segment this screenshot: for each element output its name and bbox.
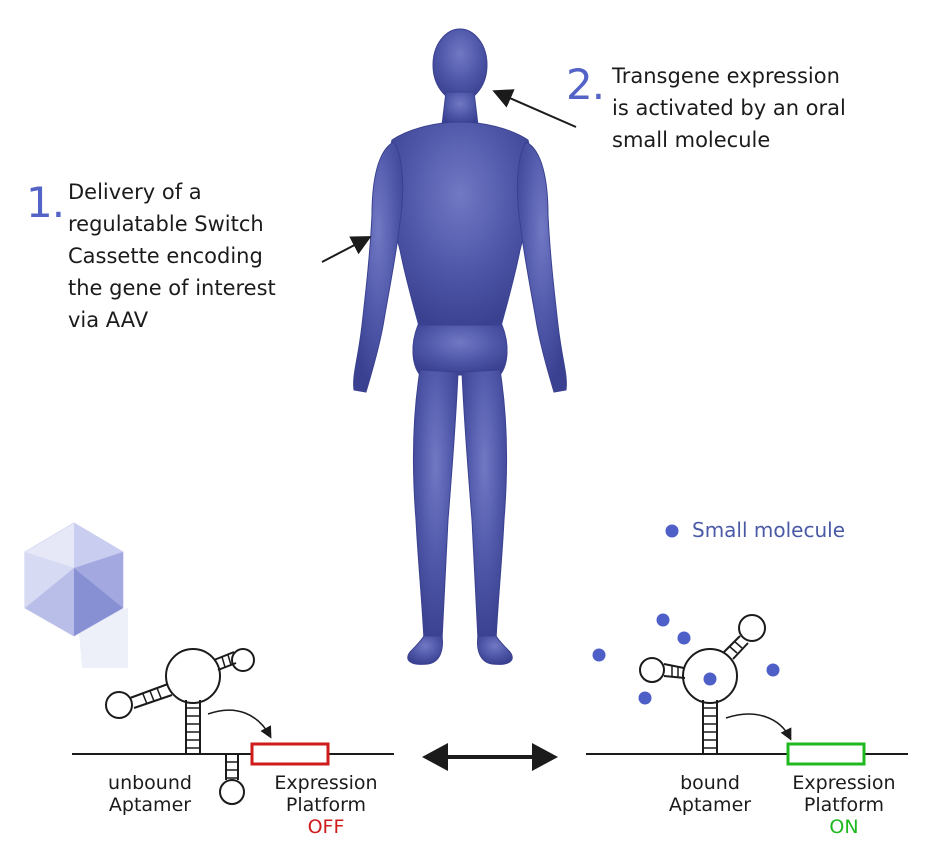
step2-line: small molecule	[612, 128, 771, 152]
unbound-aptamer-diagram	[72, 648, 394, 805]
small-molecule-dots	[592, 613, 780, 705]
right-platform-label: Expression Platform ON	[776, 772, 912, 838]
human-figure	[353, 28, 567, 665]
aptamer-label-line: bound	[680, 772, 740, 794]
step1-arrow	[321, 236, 372, 263]
platform-label-line: Expression	[792, 772, 896, 794]
bound-aptamer-diagram	[586, 614, 908, 755]
step1-line: Cassette encoding	[68, 244, 263, 268]
step1-text: Delivery of a regulatable Switch Cassett…	[68, 176, 276, 336]
small-molecule-dot	[638, 691, 652, 705]
step1-number: 1.	[26, 178, 65, 227]
bound-aptamer-label: bound Aptamer	[646, 772, 774, 816]
platform-label-line: Platform	[803, 794, 885, 816]
platform-label-line: Platform	[285, 794, 367, 816]
step2-line: Transgene expression	[612, 64, 840, 88]
legend-label: Small molecule	[692, 518, 846, 542]
small-molecule-dot	[677, 631, 691, 645]
step1-line: the gene of interest	[68, 276, 276, 300]
left-expression-platform-box	[250, 742, 330, 766]
step2-arrow	[492, 89, 577, 128]
legend-dot	[665, 524, 679, 538]
step2-number: 2.	[566, 60, 605, 109]
aptamer-label-line: Aptamer	[668, 794, 752, 816]
state-on-label: ON	[829, 816, 859, 838]
small-molecule-dot	[656, 613, 670, 627]
equilibrium-arrow	[422, 743, 558, 771]
step1-line: regulatable Switch	[68, 212, 264, 236]
small-molecule-dot	[766, 663, 780, 677]
left-platform-label: Expression Platform OFF	[258, 772, 394, 838]
step1-line: via AAV	[68, 308, 149, 332]
platform-label-line: Expression	[274, 772, 378, 794]
small-molecule-dot	[703, 672, 717, 686]
step2-text: Transgene expression is activated by an …	[612, 60, 846, 156]
step1-line: Delivery of a	[68, 180, 202, 204]
aav-capsid-icon	[24, 522, 128, 668]
state-off-label: OFF	[307, 816, 345, 838]
unbound-aptamer-label: unbound Aptamer	[86, 772, 214, 816]
small-molecule-dot	[592, 648, 606, 662]
aptamer-label-line: Aptamer	[108, 794, 192, 816]
step2-line: is activated by an oral	[612, 96, 846, 120]
aptamer-label-line: unbound	[108, 772, 192, 794]
right-expression-platform-box	[786, 742, 866, 766]
